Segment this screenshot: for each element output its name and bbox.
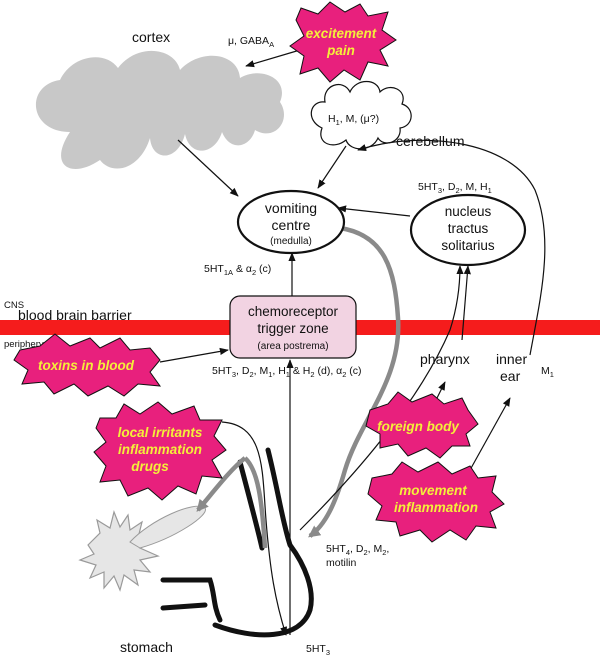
periphery-label: periphery bbox=[4, 339, 44, 350]
ctz-label-2: trigger zone bbox=[257, 321, 328, 336]
pharynx-label: pharynx bbox=[420, 351, 470, 367]
cerebellum-receptors: H1, M, (μ?) bbox=[328, 113, 379, 127]
arrow-movement-to-inner-ear bbox=[469, 397, 511, 471]
nts-label-1: nucleus bbox=[445, 204, 492, 219]
vomiting-centre-label: vomiting bbox=[265, 200, 317, 216]
inflammation-label: inflammation bbox=[394, 500, 478, 515]
starburst-excitement bbox=[289, 1, 397, 83]
arrow-gut-to-nts bbox=[299, 265, 464, 531]
gut-receptors: 5HT4, D2, M2, bbox=[326, 543, 389, 557]
nts-node bbox=[409, 193, 527, 267]
arrow-irritants-to-stomach bbox=[221, 421, 288, 636]
arrow-nts-to-vomiting-centre bbox=[337, 205, 411, 217]
stimulus-movement: movement inflammation bbox=[367, 461, 505, 543]
arrow-cerebellum-to-vomiting-centre bbox=[317, 145, 347, 189]
gut-receptors-motilin: motilin bbox=[326, 557, 357, 569]
irritants-label-2: inflammation bbox=[118, 442, 202, 457]
vomiting-centre-receptors: 5HT1A & α2 (c) bbox=[204, 263, 271, 277]
cerebellum-label: cerebellum bbox=[396, 133, 464, 149]
cortex-label: cortex bbox=[132, 29, 170, 45]
inner-ear-label-2: ear bbox=[500, 368, 521, 384]
nts-label-3: solitarius bbox=[441, 238, 495, 253]
cortex-shape bbox=[35, 50, 284, 170]
cns-label: CNS bbox=[4, 300, 24, 311]
irritants-label-1: local irritants bbox=[118, 425, 203, 440]
arrow-toxins-to-ctz bbox=[159, 347, 229, 363]
gut-grey-curve bbox=[243, 456, 268, 549]
stimulus-local-irritants: local irritants inflammation drugs bbox=[93, 401, 227, 501]
vc-to-gut-grey-path bbox=[308, 225, 401, 538]
vomiting-centre-location: (medulla) bbox=[270, 236, 312, 247]
cerebellum-shape bbox=[310, 80, 412, 150]
movement-label: movement bbox=[399, 483, 467, 498]
nts-receptors: 5HT3, D2, M, H1 bbox=[418, 181, 492, 195]
ctz-receptors: 5HT3, D2, M1, H1 & H2 (d), α2 (c) bbox=[212, 365, 362, 379]
cortex-receptors: μ, GABAA bbox=[228, 35, 274, 49]
inner-ear-label-1: inner bbox=[496, 351, 527, 367]
bbb-label: blood brain barrier bbox=[18, 307, 132, 323]
stimulus-excitement-pain: excitement pain bbox=[289, 1, 397, 83]
starburst-foreign-body bbox=[365, 391, 479, 459]
toxins-label: toxins in blood bbox=[38, 358, 135, 373]
irritation-splat bbox=[78, 510, 160, 592]
stimulus-foreign-body: foreign body bbox=[365, 391, 479, 459]
foreign-body-label: foreign body bbox=[377, 419, 460, 434]
ctz-label-1: chemoreceptor bbox=[248, 304, 339, 319]
stimulus-toxins: toxins in blood bbox=[13, 333, 162, 397]
vomiting-centre-label-2: centre bbox=[272, 217, 311, 233]
stomach-receptor: 5HT3 bbox=[306, 643, 330, 657]
starburst-irritants bbox=[93, 401, 227, 501]
arrow-pharynx-to-nts bbox=[461, 265, 471, 341]
arrow-cortex-to-vomiting-centre bbox=[177, 139, 239, 197]
excitement-label: excitement bbox=[306, 26, 377, 41]
arrow-inner-ear-to-cerebellum bbox=[357, 139, 546, 356]
ctz-label-3: (area postrema) bbox=[257, 341, 328, 352]
nts-label-2: tractus bbox=[448, 221, 489, 236]
irritants-label-3: drugs bbox=[131, 459, 169, 474]
starburst-toxins bbox=[13, 333, 162, 397]
inner-ear-receptor: M1 bbox=[541, 365, 554, 379]
vomiting-centre-node bbox=[236, 189, 346, 255]
stomach-shape bbox=[160, 447, 314, 638]
stomach-label: stomach bbox=[120, 639, 173, 655]
pain-label: pain bbox=[326, 43, 355, 58]
arrow-excitement-to-cortex bbox=[245, 49, 301, 68]
ctz-node bbox=[229, 295, 357, 359]
starburst-movement bbox=[367, 461, 505, 543]
gut-to-splat-grey-path bbox=[196, 456, 247, 512]
